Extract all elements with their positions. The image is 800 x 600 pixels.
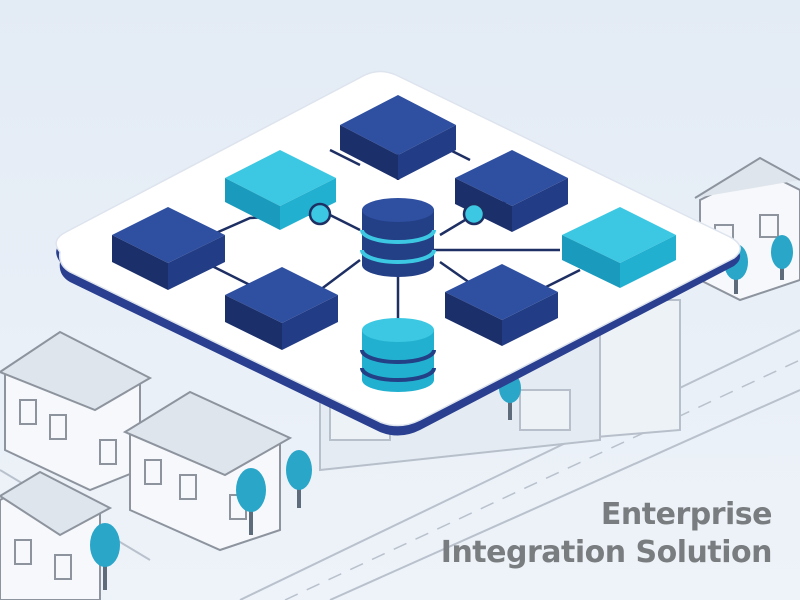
tree-icon xyxy=(90,373,521,590)
server-node-icon xyxy=(225,150,336,230)
database-icon xyxy=(360,198,436,277)
house-icon xyxy=(0,330,153,492)
server-node-icon xyxy=(340,95,456,180)
server-node-icon xyxy=(445,264,558,346)
caption-line-2: Integration Solution xyxy=(440,535,773,570)
database-icon xyxy=(360,318,436,392)
caption-line-1: Enterprise xyxy=(600,497,773,532)
junction-dots xyxy=(308,202,486,226)
server-node-icon xyxy=(112,207,225,290)
server-node-icon xyxy=(455,150,568,232)
server-node-icon xyxy=(562,207,676,288)
caption: Enterprise Integration Solution xyxy=(440,496,773,572)
house-icon xyxy=(122,390,293,552)
server-node-icon xyxy=(225,267,338,350)
